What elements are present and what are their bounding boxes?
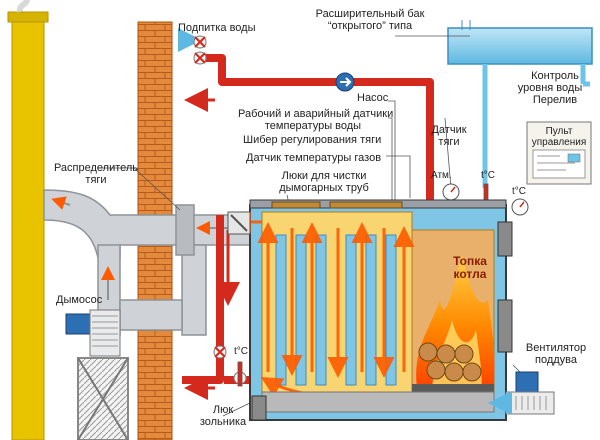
label-water-temp-sensors-2: температуры воды xyxy=(264,120,362,132)
label-draft-sensor-1: Датчик xyxy=(431,124,467,136)
label-temp-boiler: t°C xyxy=(481,170,495,181)
label-cleaning-hatches-2: дымогарных труб xyxy=(279,182,369,194)
label-expansion-tank-1: Расширительный бак xyxy=(315,8,425,20)
cleaning-hatches xyxy=(271,201,403,209)
ash-pit xyxy=(261,391,495,413)
label-cleaning-hatches-1: Люки для чистки xyxy=(281,170,367,182)
grate xyxy=(412,384,494,392)
label-gas-temp-sensor: Датчик температуры газов xyxy=(246,152,382,164)
exhauster-stand xyxy=(77,357,129,440)
firebox-doors xyxy=(497,221,513,353)
pump-icon xyxy=(335,72,355,92)
blower-fan xyxy=(488,371,555,415)
label-control-panel-1: Пульт xyxy=(545,126,573,137)
label-overflow: Перелив xyxy=(532,94,578,106)
chimney xyxy=(7,0,49,440)
smoke-exhauster xyxy=(65,309,121,357)
expansion-tank xyxy=(447,20,593,65)
firewood-logs xyxy=(418,342,482,382)
label-water-temp-sensors-1: Рабочий и аварийный датчики xyxy=(238,108,394,120)
label-temp-flue: t°C xyxy=(512,186,526,197)
smoke-flow-arrows xyxy=(51,196,230,300)
label-firebox-1: Топка xyxy=(453,254,487,268)
label-firebox-2: котла xyxy=(453,267,487,281)
label-water-supply: Подпитка воды xyxy=(178,22,256,34)
label-expansion-tank-2: “открытого” типа xyxy=(327,20,413,32)
label-draft-distributor-2: тяги xyxy=(85,174,107,186)
draft-damper xyxy=(227,211,251,235)
label-draft-sensor-2: тяги xyxy=(438,136,460,148)
water-flow-arrows xyxy=(184,88,240,400)
label-ash-hatch-1: Люк xyxy=(212,404,234,416)
gauge-icon xyxy=(442,183,529,216)
label-level-control-1: Контроль xyxy=(531,70,579,82)
label-ash-hatch-2: зольника xyxy=(199,416,247,428)
label-draft-distributor-1: Распределитель xyxy=(53,162,139,174)
tank-lines xyxy=(482,64,590,188)
label-pump: Насос xyxy=(357,92,389,104)
label-temp-return: t°C xyxy=(234,346,248,357)
label-atm: Атм. xyxy=(431,170,452,181)
smoke-duct xyxy=(43,189,251,336)
control-panel xyxy=(526,121,592,185)
label-draft-damper: Шибер регулирования тяги xyxy=(243,134,382,146)
ash-hatch xyxy=(251,395,267,421)
label-fan-1: Вентилятор xyxy=(525,342,587,354)
label-fan-2: поддува xyxy=(534,354,577,366)
label-control-panel-2: управления xyxy=(531,137,587,148)
label-level-control-2: уровня воды xyxy=(517,82,583,94)
label-smoke-exhauster: Дымосос xyxy=(56,294,103,306)
